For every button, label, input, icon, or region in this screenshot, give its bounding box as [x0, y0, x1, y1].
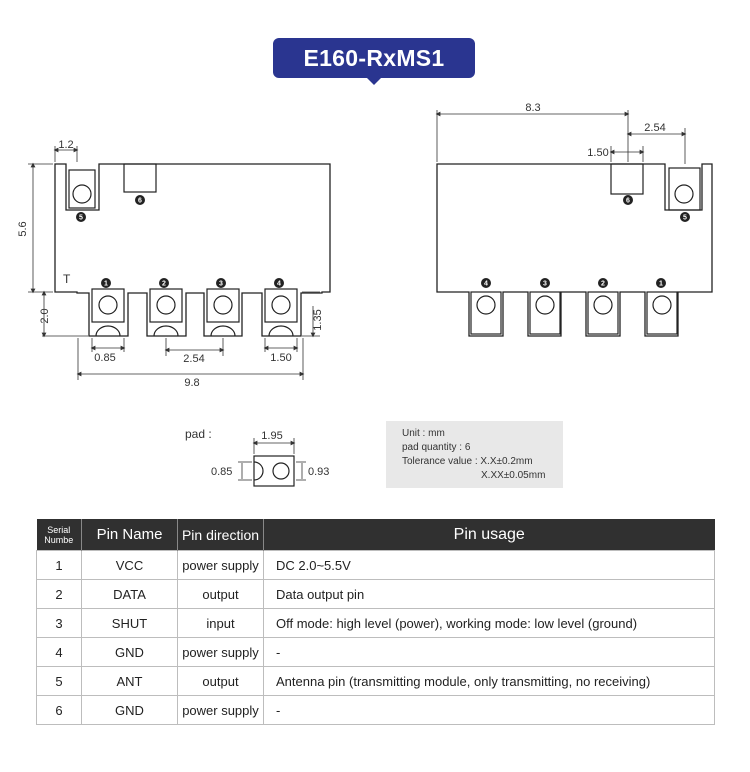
- row-pin-usage: -: [263, 637, 715, 667]
- row-pin-name: VCC: [81, 550, 178, 580]
- pad-label: pad :: [185, 427, 212, 441]
- table-row: 6 GND power supply -: [36, 695, 715, 725]
- right-dim-8-3: 8.3: [525, 102, 540, 114]
- row-pin-direction: output: [177, 579, 264, 609]
- left-dim-5-6: 5.6: [17, 221, 29, 236]
- header-pin-usage: Pin usage: [263, 519, 715, 551]
- right-bottom-pads: [470, 291, 678, 335]
- row-pin-usage: Antenna pin (transmitting module, only t…: [263, 666, 715, 696]
- pad-dim-1-95: 1.95: [261, 430, 282, 442]
- left-module-outline: [54, 163, 331, 337]
- right-pin-label-1: 1: [659, 281, 663, 288]
- row-num: 1: [36, 550, 82, 580]
- left-dim-1-50: 1.50: [270, 352, 291, 364]
- right-pin-label-6: 6: [626, 198, 630, 205]
- row-num: 5: [36, 666, 82, 696]
- right-pin-label-5: 5: [683, 215, 687, 222]
- row-pin-name: GND: [81, 637, 178, 667]
- left-ant-hole: [72, 184, 92, 204]
- row-pin-direction: power supply: [177, 637, 264, 667]
- left-dim-2-0: 2.0: [39, 308, 51, 323]
- left-dim-0-85: 0.85: [94, 352, 115, 364]
- table-row: 5 ANT output Antenna pin (transmitting m…: [36, 666, 715, 696]
- left-bottom-pads: [91, 288, 298, 337]
- row-pin-direction: input: [177, 608, 264, 638]
- pad-detail: pad : 1.95 0.85 0.93: [185, 427, 329, 487]
- left-pin-label-3: 3: [219, 281, 223, 288]
- spec-notes: Unit : mm pad quantity : 6 Tolerance val…: [386, 421, 563, 488]
- spec-tolerance-2: X.XX±0.05mm: [481, 470, 546, 481]
- header-serial-number: Serial Numbe: [36, 519, 82, 551]
- left-dim-2-54: 2.54: [183, 353, 204, 365]
- pad-dim-0-85: 0.85: [211, 466, 232, 478]
- left-pin-label-1: 1: [104, 281, 108, 288]
- right-gnd-pad: [610, 163, 644, 195]
- left-pin-badges: 1 2 3 4 5 6: [76, 195, 284, 288]
- diagram-title: E160-RxMS1: [273, 38, 475, 78]
- left-ant-pad: [68, 169, 96, 209]
- right-pin-label-2: 2: [601, 281, 605, 288]
- left-dim-1-35: 1.35: [312, 309, 324, 330]
- right-pin-label-4: 4: [484, 281, 488, 288]
- left-dim-1-2: 1.2: [58, 139, 73, 151]
- right-ant-hole: [674, 184, 694, 204]
- row-pin-usage: -: [263, 695, 715, 725]
- row-pin-name: ANT: [81, 666, 178, 696]
- row-pin-direction: power supply: [177, 695, 264, 725]
- row-num: 3: [36, 608, 82, 638]
- right-module-view: 4 3 2 1 6 5 8.3 2.54 1.50: [435, 102, 713, 337]
- right-ant-pad: [668, 167, 701, 211]
- pin-table-header: Serial Numbe Pin Name Pin direction Pin …: [36, 519, 715, 551]
- pad-outline: [253, 455, 295, 487]
- row-pin-usage: Data output pin: [263, 579, 715, 609]
- right-dim-1-50: 1.50: [587, 147, 608, 159]
- header-pin-direction: Pin direction: [177, 519, 264, 551]
- left-mark-T: T: [63, 272, 71, 286]
- row-num: 6: [36, 695, 82, 725]
- table-row: 1 VCC power supply DC 2.0~5.5V: [36, 550, 715, 580]
- row-pin-usage: Off mode: high level (power), working mo…: [263, 608, 715, 638]
- right-pin-label-3: 3: [543, 281, 547, 288]
- spec-tolerance: Tolerance value : X.X±0.2mm: [402, 456, 533, 467]
- left-module-view: 1 2 3 4 5 6 T 1.2 5.6 2.0 1.35: [17, 139, 331, 389]
- left-pin-label-4: 4: [277, 281, 281, 288]
- pin-table: Serial Numbe Pin Name Pin direction Pin …: [36, 519, 715, 725]
- pad-dim-0-93: 0.93: [308, 466, 329, 478]
- right-pin-badges: 4 3 2 1 6 5: [481, 195, 690, 288]
- left-pin-label-2: 2: [162, 281, 166, 288]
- row-pin-usage: DC 2.0~5.5V: [263, 550, 715, 580]
- table-row: 3 SHUT input Off mode: high level (power…: [36, 608, 715, 638]
- left-gnd-pad: [123, 163, 157, 193]
- header-pin-name: Pin Name: [81, 519, 178, 551]
- row-num: 2: [36, 579, 82, 609]
- title-pointer: [366, 77, 382, 85]
- spec-unit: Unit : mm: [402, 428, 445, 439]
- spec-pad-quantity: pad quantity : 6: [402, 442, 471, 453]
- table-row: 2 DATA output Data output pin: [36, 579, 715, 609]
- right-module-outline: [436, 163, 713, 337]
- table-row: 4 GND power supply -: [36, 637, 715, 667]
- right-dim-2-54: 2.54: [644, 122, 665, 134]
- dimension-drawing: 1 2 3 4 5 6 T 1.2 5.6 2.0 1.35: [17, 102, 713, 487]
- left-pin-label-6: 6: [138, 198, 142, 205]
- row-pin-name: GND: [81, 695, 178, 725]
- row-num: 4: [36, 637, 82, 667]
- row-pin-direction: output: [177, 666, 264, 696]
- row-pin-name: DATA: [81, 579, 178, 609]
- row-pin-name: SHUT: [81, 608, 178, 638]
- left-dim-9-8: 9.8: [184, 377, 199, 389]
- left-pin-label-5: 5: [79, 215, 83, 222]
- row-pin-direction: power supply: [177, 550, 264, 580]
